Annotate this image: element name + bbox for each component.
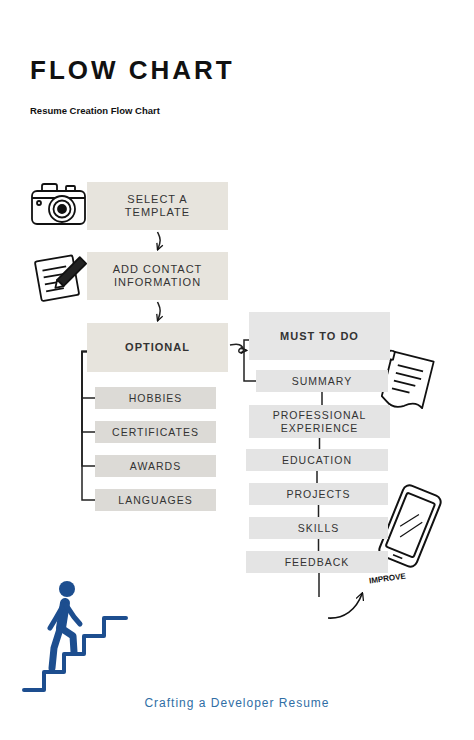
connector — [318, 505, 320, 517]
box-label: SKILLS — [298, 522, 340, 534]
box-label: SUMMARY — [292, 375, 352, 387]
note-label: IMPROVE — [369, 571, 407, 585]
box-label: CERTIFICATES — [112, 426, 199, 438]
box-label: PROFESSIONAL EXPERIENCE — [256, 409, 383, 433]
caption: Crafting a Developer Resume — [0, 696, 474, 710]
step-box: SUMMARY — [256, 370, 388, 392]
step-box: PROFESSIONAL EXPERIENCE — [249, 405, 390, 438]
process-box: ADD CONTACT INFORMATION — [87, 252, 228, 300]
stairs-figure — [24, 581, 126, 690]
box-label: HOBBIES — [129, 392, 183, 404]
improve-arrow — [328, 594, 362, 618]
option-box: AWARDS — [95, 455, 216, 477]
connector — [316, 471, 318, 483]
box-label: ADD CONTACT INFORMATION — [94, 263, 221, 288]
box-label: LANGUAGES — [118, 494, 192, 506]
box-label: EDUCATION — [282, 454, 352, 466]
step-box: SKILLS — [249, 517, 388, 539]
box-label: OPTIONAL — [125, 341, 190, 354]
step-box: PROJECTS — [249, 483, 388, 505]
camera-icon — [32, 184, 85, 224]
process-box: SELECT A TEMPLATE — [87, 182, 228, 230]
notepad-icon — [35, 255, 86, 301]
option-box: LANGUAGES — [95, 489, 216, 511]
connector — [321, 392, 323, 405]
connector — [158, 302, 161, 321]
option-box: CERTIFICATES — [95, 421, 216, 443]
connector — [158, 232, 161, 250]
box-label: PROJECTS — [286, 488, 350, 500]
connector — [319, 438, 321, 449]
connector — [82, 352, 95, 501]
box-label: AWARDS — [130, 460, 181, 472]
option-box: HOBBIES — [95, 387, 216, 409]
step-box: FEEDBACK — [246, 551, 388, 573]
box-label: MUST TO DO — [280, 330, 359, 343]
box-label: FEEDBACK — [285, 556, 350, 568]
connector — [318, 539, 320, 551]
step-box: EDUCATION — [246, 449, 388, 471]
box-label: SELECT A TEMPLATE — [94, 193, 221, 218]
title: FLOW CHART — [30, 55, 235, 86]
group-box: MUST TO DO — [249, 312, 390, 360]
subtitle: Resume Creation Flow Chart — [30, 105, 160, 116]
spine-tail — [318, 573, 320, 597]
group-box: OPTIONAL — [87, 323, 228, 372]
